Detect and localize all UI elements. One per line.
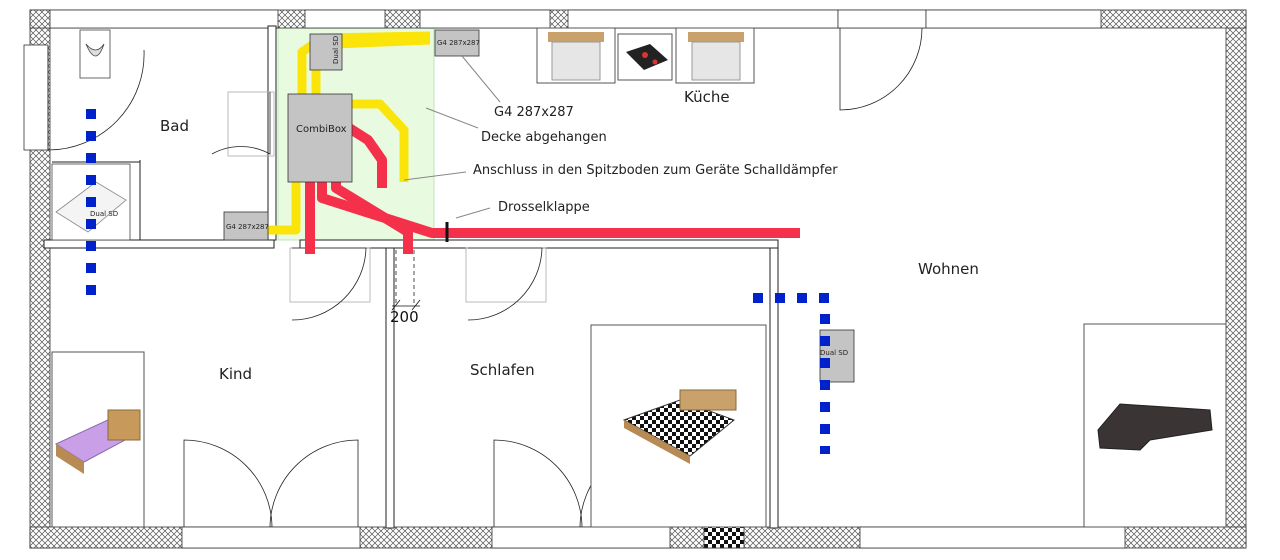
filter-box-bottom-label: G4 287x287 <box>226 223 269 231</box>
annotation-ceiling: Decke abgehangen <box>481 130 607 145</box>
outer-walls <box>23 9 1247 549</box>
cooktop <box>617 33 673 81</box>
room-label-wohnen: Wohnen <box>918 260 979 278</box>
filter-box-top-label: G4 287x287 <box>437 39 480 47</box>
dual-sd-top-label: Dual SD <box>332 36 340 64</box>
leader-lines <box>403 55 501 219</box>
annotation-damper: Drosselklappe <box>498 200 590 215</box>
dual-sd-bad-label: Dual SD <box>90 210 118 218</box>
sofa <box>1083 323 1227 528</box>
combibox-unit <box>287 93 353 183</box>
valve-markers <box>86 109 830 454</box>
room-label-kueche: Küche <box>684 88 730 106</box>
dual-sd-top-unit <box>309 33 343 71</box>
room-label-kind: Kind <box>219 365 252 383</box>
kid-bed <box>51 351 145 528</box>
toilet <box>79 29 111 79</box>
doors <box>47 27 923 528</box>
combibox-label: CombiBox <box>296 124 347 135</box>
dual-sd-wohnen-label: Dual SD <box>820 349 848 357</box>
interior-walls <box>43 25 779 529</box>
room-label-schlafen: Schlafen <box>470 361 535 379</box>
filter-box-bottom <box>223 211 269 241</box>
room-label-bad: Bad <box>160 117 189 135</box>
annotation-filter: G4 287x287 <box>494 105 574 120</box>
kitchen-cabinet-left <box>536 27 616 84</box>
double-bed <box>590 324 767 528</box>
filter-box-top <box>434 29 480 57</box>
dimension-label: 200 <box>390 308 419 326</box>
annotation-attic: Anschluss in den Spitzboden zum Geräte S… <box>473 163 838 178</box>
kitchen-cabinet-right <box>675 27 755 84</box>
dimension-marker <box>391 299 421 311</box>
